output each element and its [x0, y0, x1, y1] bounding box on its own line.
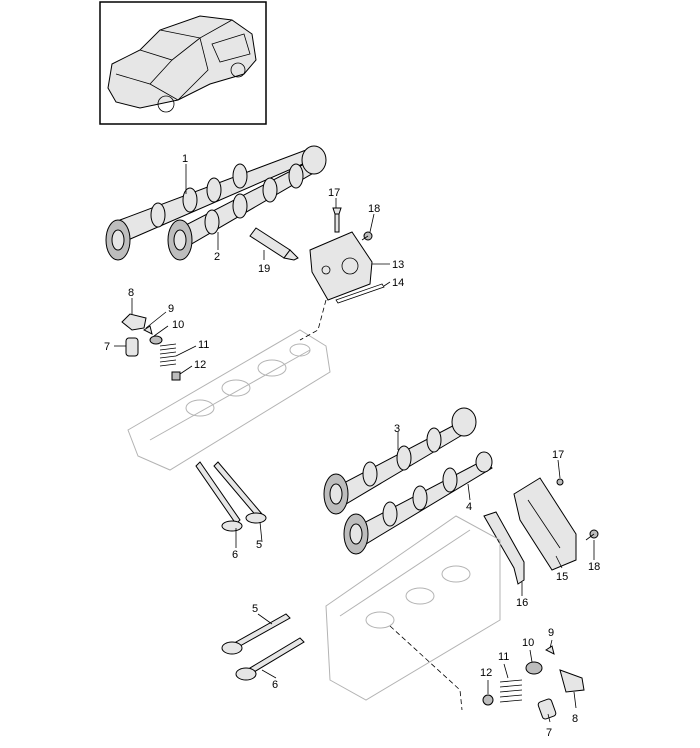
callout-5-lower: 5 [252, 603, 258, 615]
valve-stem-seal-12-lower [482, 694, 494, 706]
callout-12-left: 12 [194, 359, 206, 371]
bearing-bracket-13 [309, 231, 373, 301]
callout-11-right: 11 [498, 651, 509, 663]
callout-11-left: 11 [198, 339, 209, 351]
cylinder-head-lower-ghost [325, 515, 501, 701]
bolt-18-lower [585, 529, 599, 541]
callout-9-right: 9 [548, 627, 554, 639]
bolt-17-lower [556, 478, 564, 486]
callout-18-upper: 18 [368, 203, 380, 215]
valve-5-upper [213, 461, 267, 524]
bolt-18-top [361, 231, 373, 241]
rocker-arm-8-lower [559, 669, 585, 693]
callout-8-left: 8 [128, 287, 134, 299]
bracket-16 [483, 511, 525, 585]
rocker-arm-8 [121, 313, 147, 331]
valve-keeper-9 [143, 325, 153, 335]
camshaft-4 [343, 451, 493, 555]
cylinder-head-ghost [127, 329, 331, 471]
callout-5-upper: 5 [256, 539, 262, 551]
camshaft-2 [167, 145, 327, 261]
callout-7-right: 7 [546, 727, 552, 739]
valve-stem-seal-12 [171, 371, 181, 381]
callout-8-right: 8 [572, 713, 578, 725]
callout-6-lower: 6 [272, 679, 278, 691]
valve-5-lower [221, 613, 291, 655]
callout-14: 14 [392, 277, 404, 289]
bearing-bracket-15 [513, 477, 577, 571]
camshaft-1 [105, 149, 313, 261]
callout-16: 16 [516, 597, 528, 609]
callout-6-upper: 6 [232, 549, 238, 561]
spring-retainer-10-lower [525, 661, 543, 675]
bolt-17-top [332, 207, 342, 233]
callout-18-lower: 18 [588, 561, 600, 573]
callout-labels: 1 2 3 4 5 6 5 6 8 9 10 7 11 12 17 18 13 … [104, 153, 600, 739]
hydraulic-lifter-7-lower [537, 698, 557, 720]
camshaft-3 [323, 407, 477, 515]
valve-6-upper [195, 461, 243, 532]
callout-7-left: 7 [104, 341, 110, 353]
callout-17-upper: 17 [328, 187, 340, 199]
callout-2: 2 [214, 251, 220, 263]
callout-3: 3 [394, 423, 400, 435]
sealant-tube-19 [249, 227, 299, 261]
rod-14 [335, 283, 385, 304]
callout-19: 19 [258, 263, 270, 275]
valve-keeper-9-lower [545, 645, 555, 655]
callout-13: 13 [392, 259, 404, 271]
callout-17-lower: 17 [552, 449, 564, 461]
valve-6-lower [235, 637, 305, 681]
callout-15: 15 [556, 571, 568, 583]
hydraulic-lifter-7 [125, 337, 139, 357]
spring-retainer-10 [149, 335, 163, 345]
callout-9-left: 9 [168, 303, 174, 315]
valve-spring-11-lower [499, 679, 523, 703]
valve-spring-11 [159, 343, 177, 367]
callout-10-right: 10 [522, 637, 534, 649]
callout-4: 4 [466, 501, 472, 513]
callout-12-right: 12 [480, 667, 492, 679]
callout-10-left: 10 [172, 319, 184, 331]
callout-1: 1 [182, 153, 188, 165]
vehicle-thumbnail [99, 1, 267, 125]
leader-lines [114, 164, 595, 723]
